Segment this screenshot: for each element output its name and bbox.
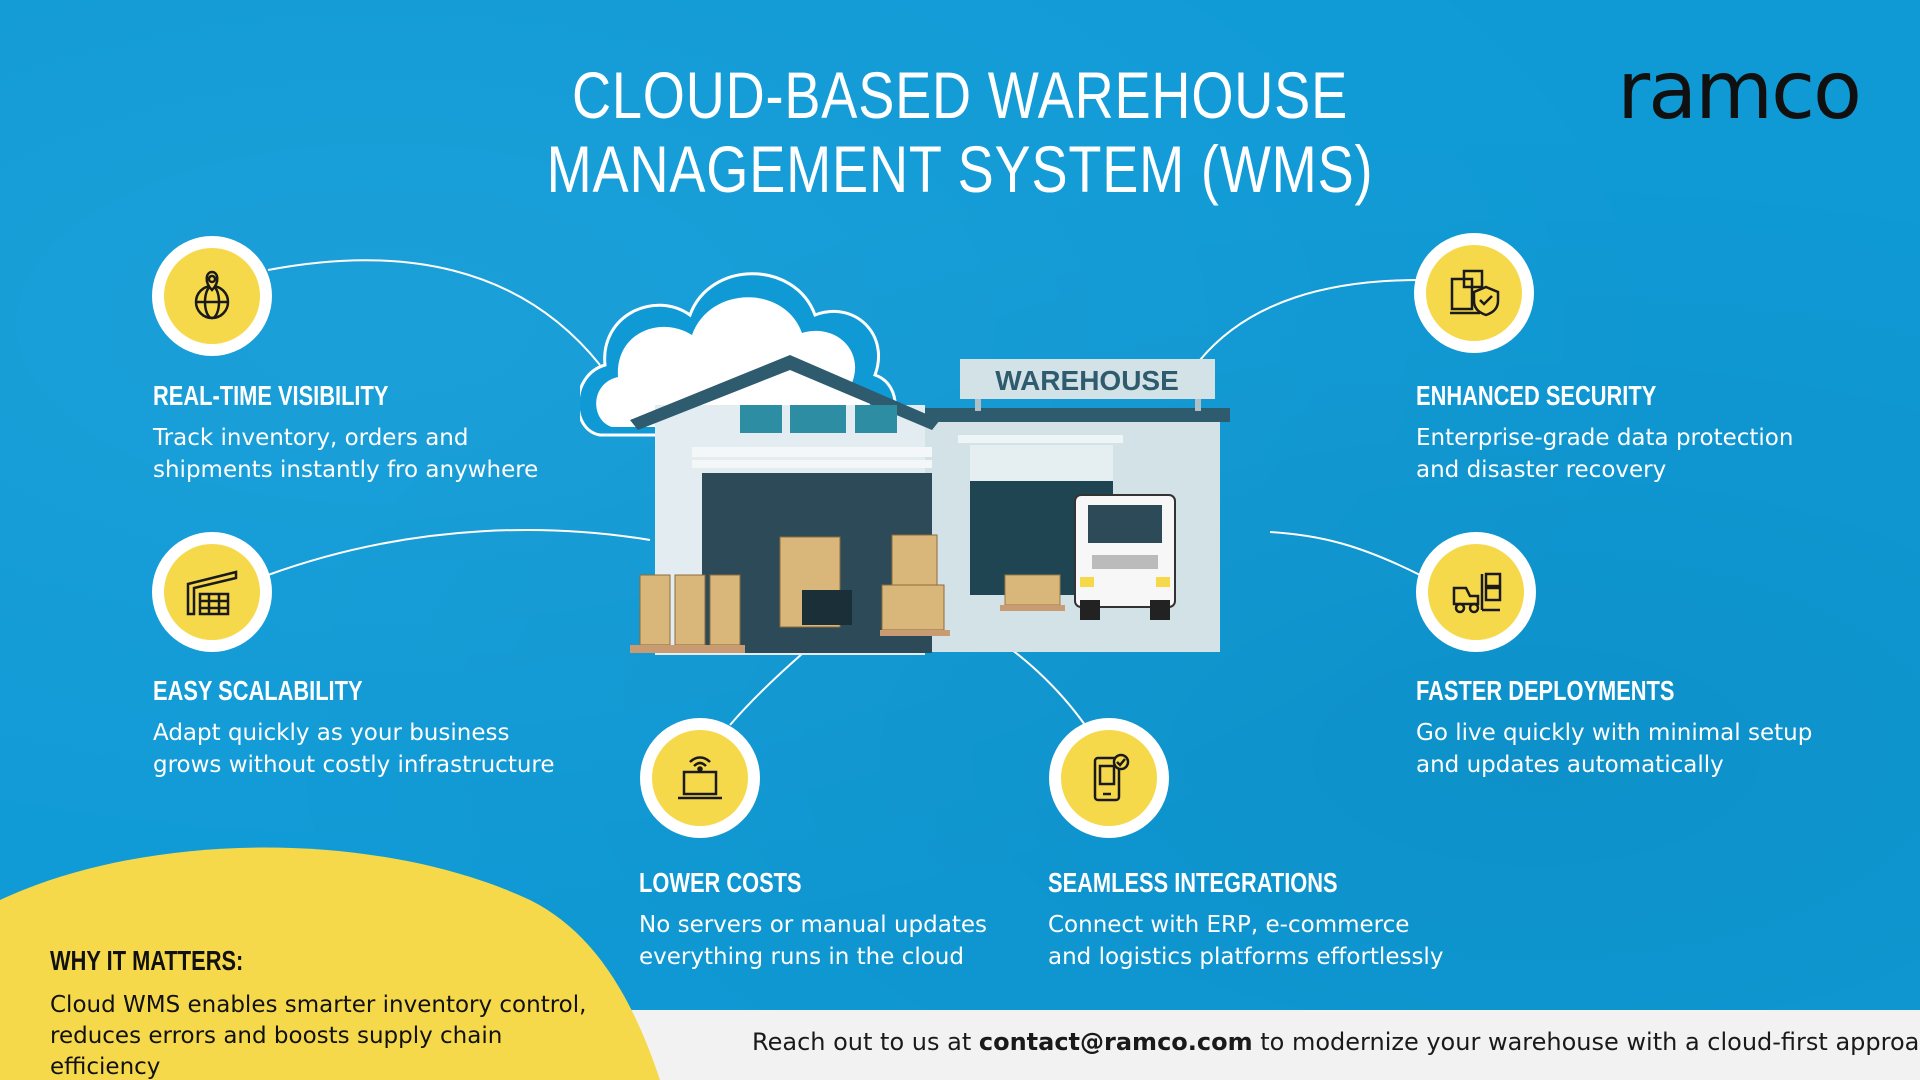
- feature-description: Connect with ERP, e-commerce and logisti…: [1048, 912, 1444, 970]
- feature-title: ENHANCED SECURITY: [1416, 380, 1657, 411]
- feature-title: FASTER DEPLOYMENTS: [1416, 675, 1675, 706]
- feature-lower-costs: LOWER COSTS No servers or manual updates…: [639, 867, 1039, 973]
- title-line-2: MANAGEMENT SYSTEM (WMS): [546, 132, 1374, 206]
- laptop-wifi-icon: [678, 756, 722, 800]
- feature-description: No servers or manual updates everything …: [639, 912, 987, 970]
- feature-real-time-visibility: REAL-TIME VISIBILITY Track inventory, or…: [153, 380, 573, 486]
- page-title: CLOUD-BASED WAREHOUSE MANAGEMENT SYSTEM …: [173, 58, 1747, 206]
- feature-description: Adapt quickly as your business grows wit…: [153, 720, 555, 778]
- contact-email-link[interactable]: contact@ramco.com: [978, 1028, 1253, 1056]
- truck: [1074, 494, 1176, 620]
- footer-bar: [600, 1010, 1920, 1080]
- feature-title: REAL-TIME VISIBILITY: [153, 380, 389, 411]
- footer-suffix: to modernize your warehouse with a cloud…: [1252, 1028, 1920, 1056]
- why-it-matters-title: WHY IT MATTERS:: [50, 945, 244, 976]
- feature-title: EASY SCALABILITY: [153, 675, 363, 706]
- connector-deployments: [1269, 531, 1421, 576]
- feature-description: Enterprise-grade data protection and dis…: [1416, 425, 1794, 483]
- ramco-logo: ramco: [1617, 44, 1862, 137]
- connector-visibility: [267, 259, 601, 366]
- feature-seamless-integrations: SEAMLESS INTEGRATIONS Connect with ERP, …: [1048, 867, 1488, 973]
- feature-description: Track inventory, orders and shipments in…: [153, 425, 539, 483]
- feature-enhanced-security: ENHANCED SECURITY Enterprise-grade data …: [1416, 380, 1856, 486]
- globe-location-icon: [194, 270, 230, 320]
- icon-circle-costs: [640, 718, 760, 838]
- feature-title: SEAMLESS INTEGRATIONS: [1048, 867, 1338, 898]
- icon-circle-security: [1414, 233, 1534, 353]
- feature-description: Go live quickly with minimal setup and u…: [1416, 720, 1813, 778]
- icon-circle-integrations: [1049, 718, 1169, 838]
- connector-scalability: [267, 529, 651, 576]
- why-it-matters-text: Cloud WMS enables smarter inventory cont…: [50, 992, 587, 1080]
- feature-easy-scalability: EASY SCALABILITY Adapt quickly as your b…: [153, 675, 593, 781]
- icon-circle-deployments: [1416, 532, 1536, 652]
- warehouse-building-icon: [186, 570, 238, 616]
- icon-circle-visibility: [152, 236, 272, 356]
- forklift-icon: [1452, 572, 1502, 614]
- warehouse-illustration: WAREHOUSE: [580, 272, 1230, 655]
- cloud-shape: [580, 272, 897, 437]
- footer-contact-text: Reach out to us at contact@ramco.com to …: [752, 1028, 1920, 1056]
- connector-security: [1199, 279, 1421, 361]
- feature-faster-deployments: FASTER DEPLOYMENTS Go live quickly with …: [1416, 675, 1856, 781]
- footer-prefix: Reach out to us at: [752, 1028, 979, 1056]
- title-line-1: CLOUD-BASED WAREHOUSE: [571, 58, 1349, 132]
- icon-circle-scalability: [152, 532, 272, 652]
- mobile-check-icon: [1093, 753, 1130, 802]
- feature-title: LOWER COSTS: [639, 867, 802, 898]
- boxes-shield-icon: [1450, 269, 1500, 317]
- warehouse-sign-text: WAREHOUSE: [995, 365, 1179, 396]
